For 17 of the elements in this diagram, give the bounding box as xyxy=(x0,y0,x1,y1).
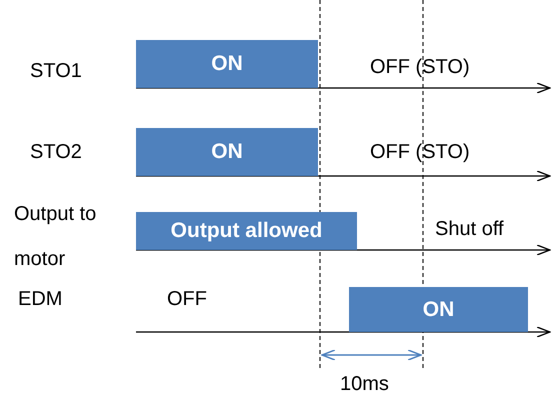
state-label: Shut off xyxy=(435,218,504,241)
state-label: ON xyxy=(211,52,243,76)
signal-bar xyxy=(136,212,357,250)
signal-name: STO1 xyxy=(30,60,82,83)
state-label: ON xyxy=(422,298,454,322)
state-label: OFF (STO) xyxy=(370,56,470,79)
signal-name: STO2 xyxy=(30,141,82,164)
signal-bar xyxy=(349,287,528,332)
signal-name: Output to motor xyxy=(14,202,98,272)
state-label: Output allowed xyxy=(170,219,322,243)
state-label: OFF (STO) xyxy=(370,141,470,164)
state-label: ON xyxy=(211,140,243,164)
dimension-label: 10ms xyxy=(340,373,389,396)
signal-bar xyxy=(136,128,318,176)
signal-name: EDM xyxy=(18,288,62,311)
state-label: OFF xyxy=(167,288,207,311)
signal-bar xyxy=(136,40,318,88)
